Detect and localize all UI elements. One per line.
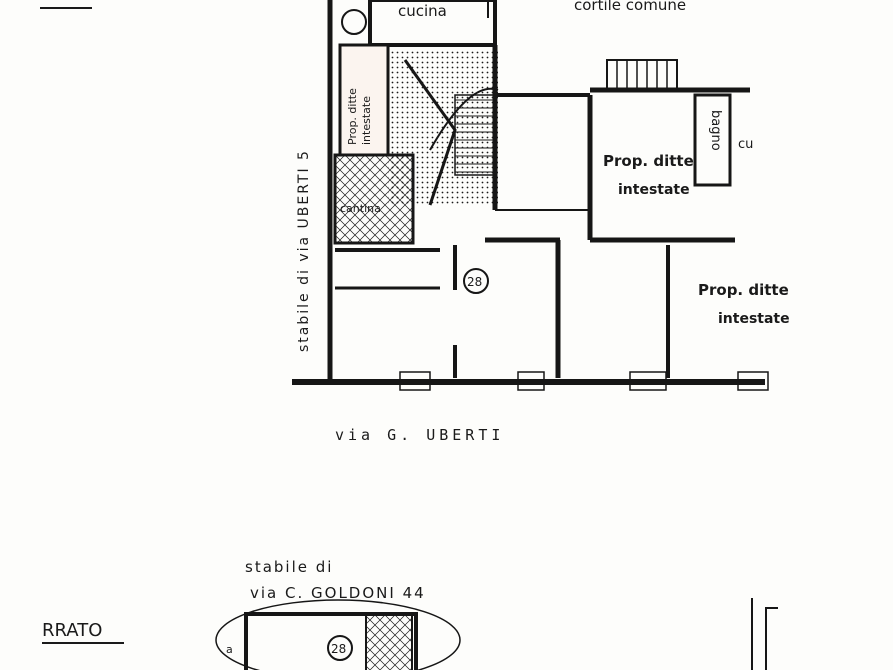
- small-prop-label-2: intestate: [360, 96, 373, 145]
- kitchen-top-block: [368, 0, 497, 47]
- right-prop-label-2: intestate: [718, 311, 790, 327]
- kitchen-label: cucina: [398, 2, 447, 20]
- unit-number: 28: [467, 275, 482, 289]
- courtyard-label: cortile comune: [574, 0, 686, 14]
- goldoni-label-2: via C. GOLDONI 44: [250, 584, 426, 602]
- bathroom-label: bagno: [708, 110, 723, 151]
- kitchen-partial-label: cu: [738, 137, 753, 152]
- balcony-grille: [606, 59, 678, 91]
- unit-number-circle: [463, 268, 489, 294]
- goldoni-label-1: stabile di: [245, 558, 333, 576]
- stair-arc: [429, 87, 499, 151]
- floor-label: RRATO: [42, 620, 102, 641]
- cellar-hatched-area: [365, 613, 413, 670]
- balcony-bars: [616, 60, 668, 90]
- lower-right-line-2: [765, 607, 778, 670]
- cantina-room: [333, 153, 415, 245]
- right-prop-label-1: Prop. ditte: [698, 281, 789, 299]
- center-prop-label-2: intestate: [618, 182, 690, 198]
- staircase-icon: [454, 94, 496, 176]
- facade-windows: [399, 371, 769, 391]
- cellar-number-circle: [327, 635, 353, 661]
- center-prop-label-1: Prop. ditte: [603, 152, 694, 170]
- street-label: via G. UBERTI: [335, 426, 504, 444]
- small-prop-label-1: Prop. ditte: [346, 88, 359, 145]
- cellar-unit-number: 28: [331, 642, 346, 656]
- cellar-outline-ellipse: [215, 599, 461, 670]
- bathroom-room: [693, 93, 732, 187]
- cantina-label: cantina: [340, 202, 381, 215]
- stair-diagonal: [403, 59, 457, 206]
- cellar-block: [244, 612, 418, 670]
- cellar-a-label: a: [226, 643, 233, 656]
- kitchen-sink-icon: [341, 9, 367, 35]
- side-building-label: stabile di via UBERTI 5: [296, 149, 312, 352]
